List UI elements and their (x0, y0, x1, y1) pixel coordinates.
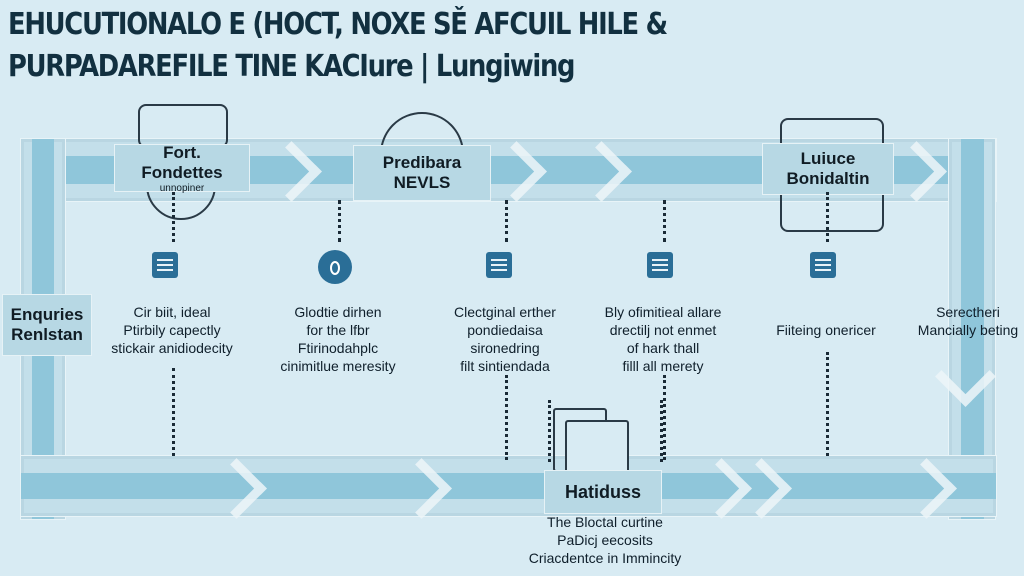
stage-title-2: Fondettes (141, 162, 223, 182)
stage-subtitle: unnopiner (159, 182, 205, 194)
desc-line: cinimitlue meresity (280, 358, 396, 374)
connector-line (548, 400, 551, 462)
desc-line: Serectheri (936, 304, 1000, 320)
connector-line (663, 200, 666, 242)
connector-line (505, 375, 508, 460)
title-line-1: EHUCUTIONALO E (HOCT, NOXE SĚ AFCUIL HIL… (8, 7, 668, 42)
connector-line (172, 368, 175, 456)
connector-line (338, 200, 341, 242)
desc-line: The Bloctal curtine (547, 514, 663, 530)
desc-line: Clectginal erther (454, 304, 556, 320)
desc-line: for the lfbr (306, 322, 370, 338)
stage-box-enquries: Enquries Renlstan (2, 294, 92, 356)
stage-title: Hatiduss (564, 482, 642, 502)
desc-line: Criacdentce in Immincity (528, 550, 682, 566)
step-description: Glodtie dirhen for the lfbr Ftirinodahpl… (280, 303, 395, 375)
stage-title: Enquries (10, 305, 84, 324)
device-sketch-icon (138, 104, 228, 148)
calendar-icon (152, 252, 178, 278)
stage-box-predibara: Predibara NEVLS (353, 145, 491, 201)
step-description: Bly ofimitieal allare drectilj not enmet… (605, 303, 722, 375)
stage-box-hatiduss: Hatiduss (544, 470, 662, 514)
connector-line (660, 400, 663, 462)
connector-line (505, 200, 508, 242)
user-icon (318, 250, 352, 284)
stage-title-2: NEVLS (393, 173, 451, 192)
desc-line: filt sintiendada (460, 358, 550, 374)
step-description: Cir biit, ideal Ptirbily capectly sticka… (111, 303, 232, 357)
connector-line (663, 375, 666, 460)
connector-line (826, 352, 829, 456)
stage-title: Predibara (382, 153, 462, 172)
desc-line: Mancially beting (917, 322, 1019, 338)
desc-line: pondiedaisa (467, 322, 543, 338)
desc-line: Cir biit, ideal (133, 304, 211, 320)
stage-title: Fort. (163, 142, 201, 162)
bottom-description: The Bloctal curtine PaDicj eecosits Cria… (529, 513, 682, 567)
documents-sketch-icon (565, 420, 629, 474)
desc-line: filll all merety (622, 358, 704, 374)
stage-box-fort-fondettes: Fort. Fondettes unnopiner (114, 142, 250, 194)
desc-line: Ptirbily capectly (123, 322, 221, 338)
chart-icon (486, 252, 512, 278)
desc-line: Fiiteing onericer (776, 322, 876, 338)
step-description: Serectheri Mancially beting (918, 303, 1018, 339)
desc-line: of hark thall (626, 340, 700, 356)
desc-line: Bly ofimitieal allare (604, 304, 722, 320)
title-line-2: PURPADAREFILE TINE KACIure | Lungiwing (8, 49, 576, 84)
connector-line (172, 192, 175, 242)
calendar-icon (647, 252, 673, 278)
stage-title-2: Bonidaltin (786, 169, 870, 188)
desc-line: Ftirinodahplc (297, 340, 379, 356)
desc-line: drectilj not enmet (609, 322, 717, 338)
desc-line: PaDicj eecosits (557, 532, 653, 548)
step-description: Fiiteing onericer (776, 321, 876, 339)
track-bottom (20, 455, 997, 517)
desc-line: Glodtie dirhen (294, 304, 382, 320)
diagram-title: EHUCUTIONALO E (HOCT, NOXE SĚ AFCUIL HIL… (8, 4, 668, 88)
calendar-icon (810, 252, 836, 278)
stage-title: Luiuce (800, 149, 856, 168)
step-description: Clectginal erther pondiedaisa sironedrin… (454, 303, 556, 375)
stage-title-2: Renlstan (11, 325, 83, 344)
stage-box-luiuce: Luiuce Bonidaltin (762, 143, 894, 195)
desc-line: stickair anidiodecity (111, 340, 233, 356)
desc-line: sironedring (470, 340, 540, 356)
connector-line (826, 192, 829, 242)
